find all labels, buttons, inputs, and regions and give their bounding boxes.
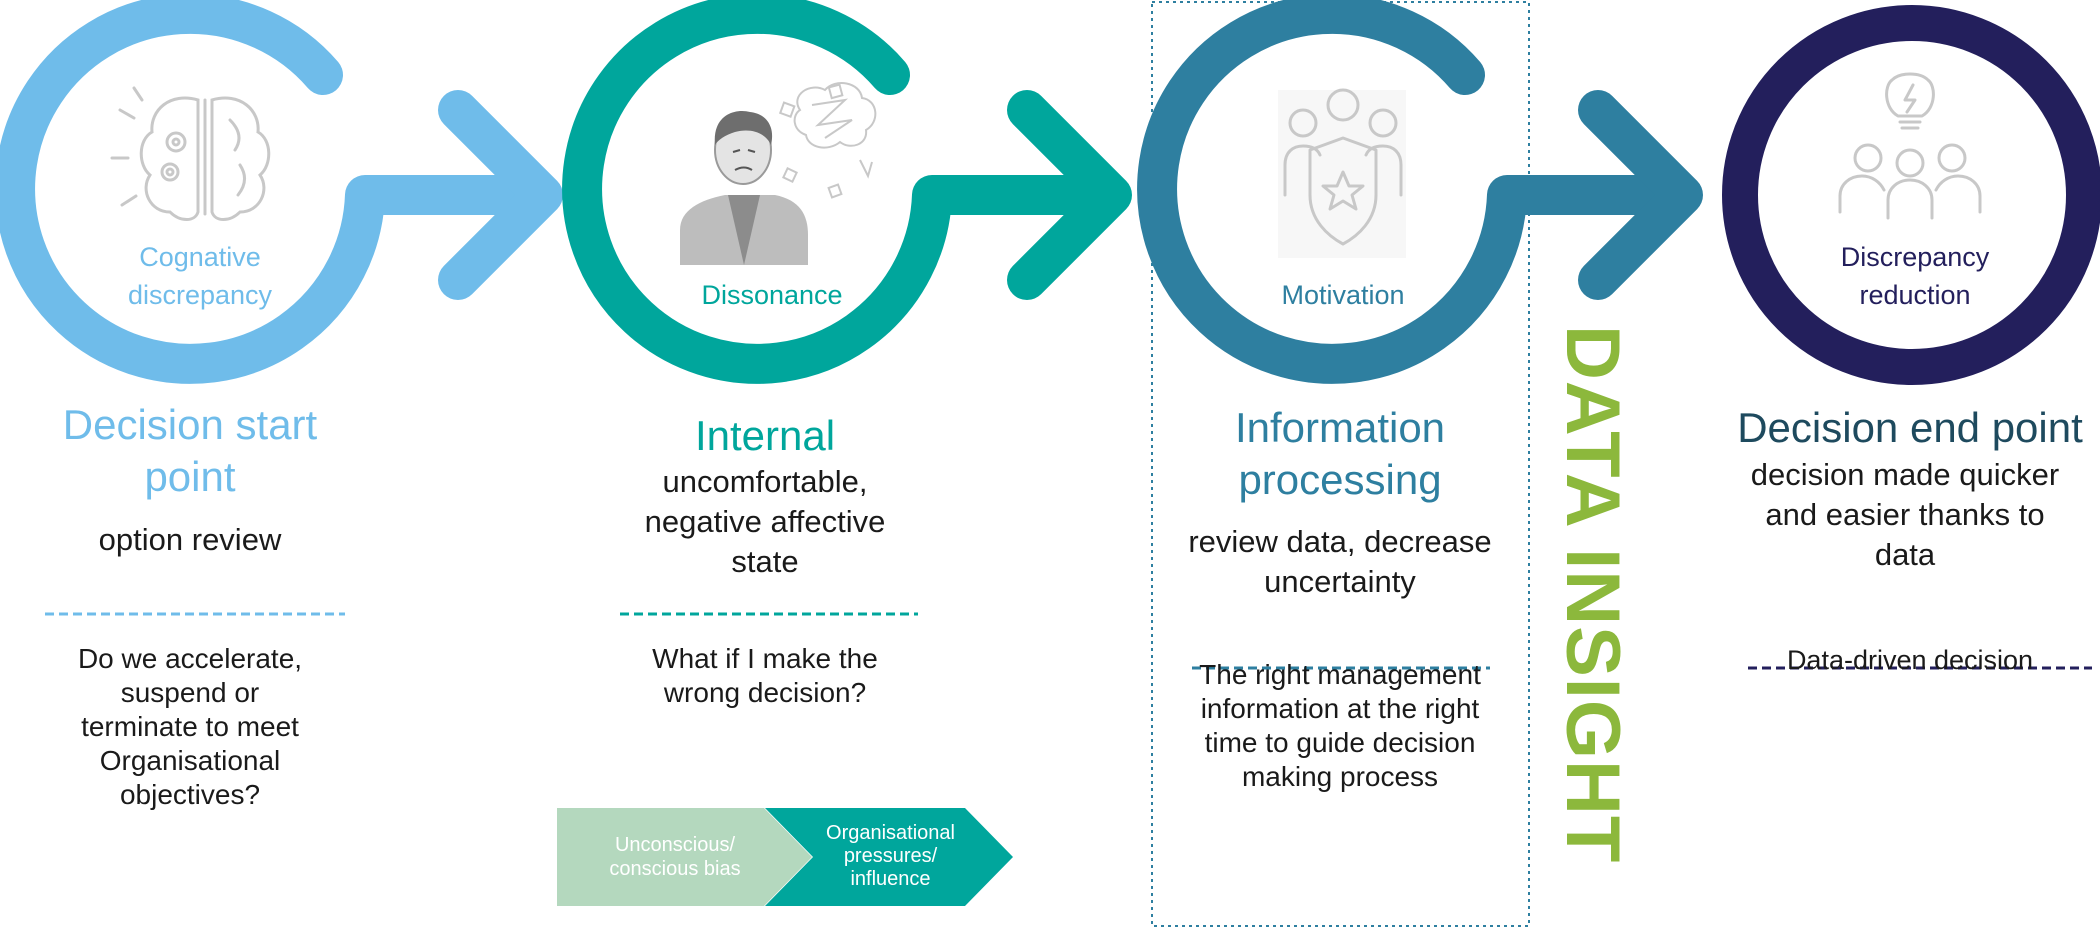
brain-gears-icon	[110, 86, 271, 221]
stage-4-heading: Decision end point	[1737, 404, 2083, 451]
chevron-pressures	[765, 808, 1013, 906]
chevron-pressures-label: Organisational pressures/ influence	[826, 822, 955, 890]
stage-1-circle-label: Cognative discrepancy	[127, 242, 273, 310]
stage-1-question: Do we accelerate, suspend or terminate t…	[77, 643, 303, 810]
stage-4-subtext: decision made quicker and easier thanks …	[1750, 457, 2060, 572]
stage-2-circle-label: Dissonance	[701, 280, 843, 310]
stage-1-subtext: option review	[98, 522, 282, 557]
stage-2-heading: Internal	[694, 412, 836, 459]
team-idea-icon	[1838, 72, 1982, 220]
stage-2-question: What if I make the wrong decision?	[652, 643, 878, 708]
chevron-bias-label: Unconscious/ conscious bias	[609, 834, 741, 880]
stage-4-ring	[1722, 5, 2100, 385]
stage-2-subtext: uncomfortable, negative affective state	[644, 464, 886, 579]
data-insight-label: DATA INSIGHT	[1550, 325, 1635, 864]
stage-4-circle-label: Discrepancy reduction	[1840, 242, 1990, 310]
chevron-bias	[557, 808, 812, 906]
stage-2-ring-arrow	[562, 0, 1132, 384]
stage-3-question: The right management information at the …	[1199, 659, 1481, 792]
stage-4-question: Data-driven decision	[1786, 645, 2034, 675]
stage-3-heading: Information processing	[1234, 404, 1446, 503]
stage-3-circle-label: Motivation	[1281, 280, 1405, 310]
stage-1-ring-arrow	[0, 0, 563, 384]
team-shield-icon	[1278, 88, 1406, 258]
stage-3-subtext: review data, decrease uncertainty	[1188, 524, 1492, 599]
stage-3-ring-arrow	[1137, 0, 1703, 384]
confused-person-icon	[680, 82, 877, 265]
stage-1-heading: Decision start point	[62, 401, 318, 500]
